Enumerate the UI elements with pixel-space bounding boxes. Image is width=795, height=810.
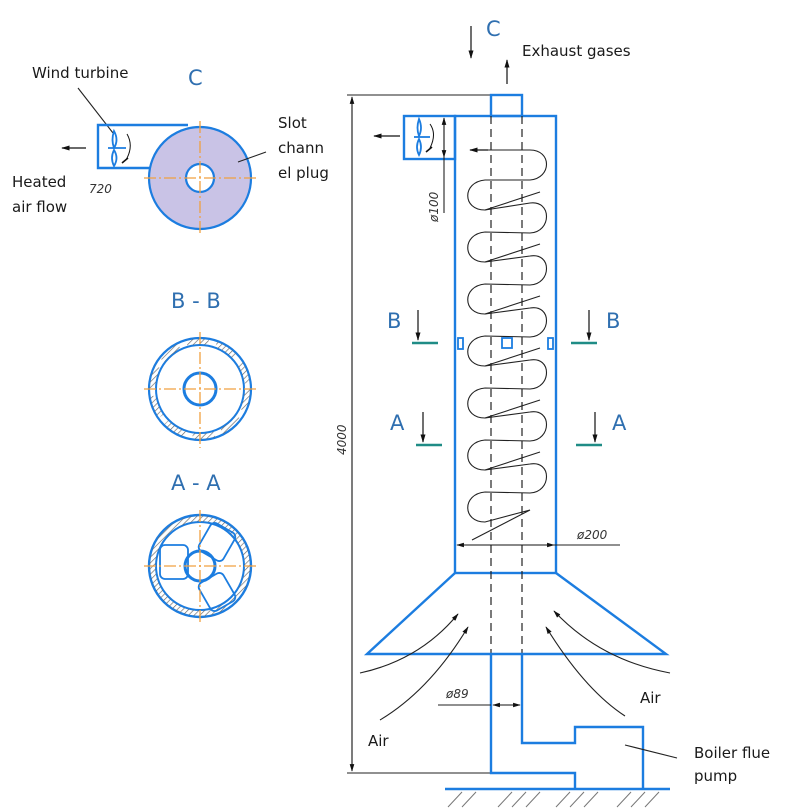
flue-pipe-left bbox=[489, 654, 577, 789]
turbine-blade-icon bbox=[414, 116, 430, 158]
section-mark-b-right: B bbox=[606, 309, 620, 333]
air-flow-lines bbox=[359, 610, 671, 721]
section-bb-title: B - B bbox=[171, 289, 221, 313]
slot-plug-leader bbox=[237, 151, 267, 163]
wind-turbine-label: Wind turbine bbox=[32, 64, 128, 82]
main-stack: C Exhaust gases 4000 ø100 bbox=[335, 17, 770, 808]
dimension-phi200: ø200 bbox=[576, 528, 608, 542]
slot-plug-label-3: el plug bbox=[278, 164, 329, 182]
heat-exchange-coil bbox=[467, 149, 547, 541]
rotation-arrow-icon bbox=[125, 133, 131, 161]
turbine-housing bbox=[96, 123, 188, 170]
exhaust-outlet bbox=[489, 93, 524, 118]
section-a-a: A - A bbox=[144, 471, 258, 625]
pump-label-2: pump bbox=[694, 767, 737, 785]
view-c-marker: C bbox=[486, 17, 501, 41]
heated-air-label-2: air flow bbox=[12, 198, 67, 216]
air-label-left: Air bbox=[368, 732, 389, 750]
turbine-blade-icon bbox=[108, 128, 126, 168]
slot-plug-label-2: chann bbox=[278, 139, 324, 157]
air-label-right: Air bbox=[640, 689, 661, 707]
section-mark-a-right: A bbox=[612, 411, 627, 435]
pump-leader bbox=[624, 744, 678, 759]
boiler-flue-pump bbox=[520, 654, 645, 789]
section-mark-a-left: A bbox=[390, 411, 405, 435]
heated-air-label-1: Heated bbox=[12, 173, 66, 191]
dimension-phi100: ø100 bbox=[427, 191, 441, 223]
slot-plug-label-1: Slot bbox=[278, 114, 307, 132]
exhaust-gases-label: Exhaust gases bbox=[522, 42, 631, 60]
slot-center bbox=[501, 337, 513, 349]
slot-right bbox=[547, 337, 554, 350]
dimension-720: 720 bbox=[89, 182, 112, 196]
section-mark-b-left: B bbox=[387, 309, 401, 333]
pump-label-1: Boiler flue bbox=[694, 744, 770, 762]
dimension-phi89: ø89 bbox=[445, 687, 469, 701]
section-aa-title: A - A bbox=[171, 471, 221, 495]
turbine-box bbox=[402, 114, 457, 161]
wind-turbine-leader bbox=[77, 87, 114, 134]
aa-vanes bbox=[159, 522, 237, 612]
section-b-b: B - B bbox=[144, 289, 258, 448]
view-c-title: C bbox=[188, 66, 203, 90]
slot-left bbox=[457, 337, 464, 350]
height-dimension: 4000 bbox=[335, 424, 349, 455]
view-c: C Wind turbine Heated air flow 720 Slot … bbox=[12, 64, 329, 236]
ground-hatch bbox=[447, 791, 660, 808]
air-intake-cone bbox=[363, 572, 670, 656]
